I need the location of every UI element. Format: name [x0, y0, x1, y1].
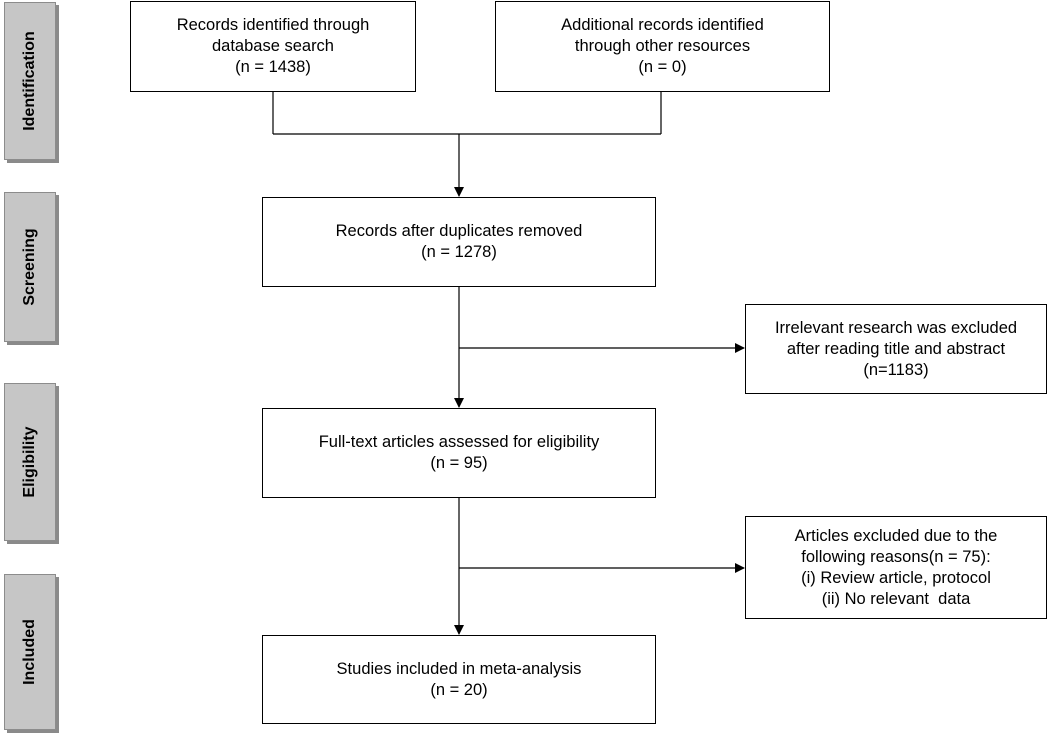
stage-eligibility: Eligibility [4, 383, 56, 541]
box-other-resources-line-1: Additional records identified [561, 16, 764, 34]
box-articles-excluded: Articles excluded due to the following r… [745, 516, 1047, 619]
box-irrelevant-excluded-line-1: Irrelevant research was excluded [774, 318, 1018, 337]
box-database-search-line-1: Records identified through [176, 16, 370, 34]
box-articles-excluded-line-4: (ii) No relevant data [821, 589, 971, 608]
stage-identification: Identification [4, 2, 56, 160]
box-articles-excluded-line-3: (i) Review article, protocol [801, 568, 991, 587]
box-studies-included: Studies included in meta-analysis (n = 2… [262, 635, 656, 724]
box-database-search: Records identified through database sear… [130, 1, 416, 92]
box-fulltext-assessed: Full-text articles assessed for eligibil… [262, 408, 656, 498]
box-articles-excluded-line-1: Articles excluded due to the [794, 526, 998, 545]
box-other-resources-line-2: through other resources [574, 37, 751, 55]
box-irrelevant-excluded: Irrelevant research was excluded after r… [745, 304, 1047, 394]
box-duplicates-removed-line-2: (n = 1278) [421, 243, 497, 261]
stage-included: Included [4, 574, 56, 730]
box-duplicates-removed-line-1: Records after duplicates removed [335, 222, 583, 240]
box-studies-included-line-1: Studies included in meta-analysis [336, 659, 582, 678]
box-fulltext-assessed-line-2: (n = 95) [430, 454, 488, 472]
box-other-resources-line-3: (n = 0) [638, 58, 687, 76]
box-irrelevant-excluded-line-3: (n=1183) [863, 360, 929, 379]
box-fulltext-assessed-line-1: Full-text articles assessed for eligibil… [318, 433, 600, 451]
box-articles-excluded-line-2: following reasons(n = 75): [801, 547, 991, 566]
box-studies-included-line-2: (n = 20) [430, 680, 488, 699]
box-irrelevant-excluded-line-2: after reading title and abstract [786, 339, 1006, 358]
stage-screening: Screening [4, 192, 56, 342]
box-database-search-line-2: database search [211, 37, 334, 55]
box-other-resources: Additional records identified through ot… [495, 1, 830, 92]
box-database-search-line-3: (n = 1438) [235, 58, 311, 76]
box-duplicates-removed: Records after duplicates removed (n = 12… [262, 197, 656, 287]
